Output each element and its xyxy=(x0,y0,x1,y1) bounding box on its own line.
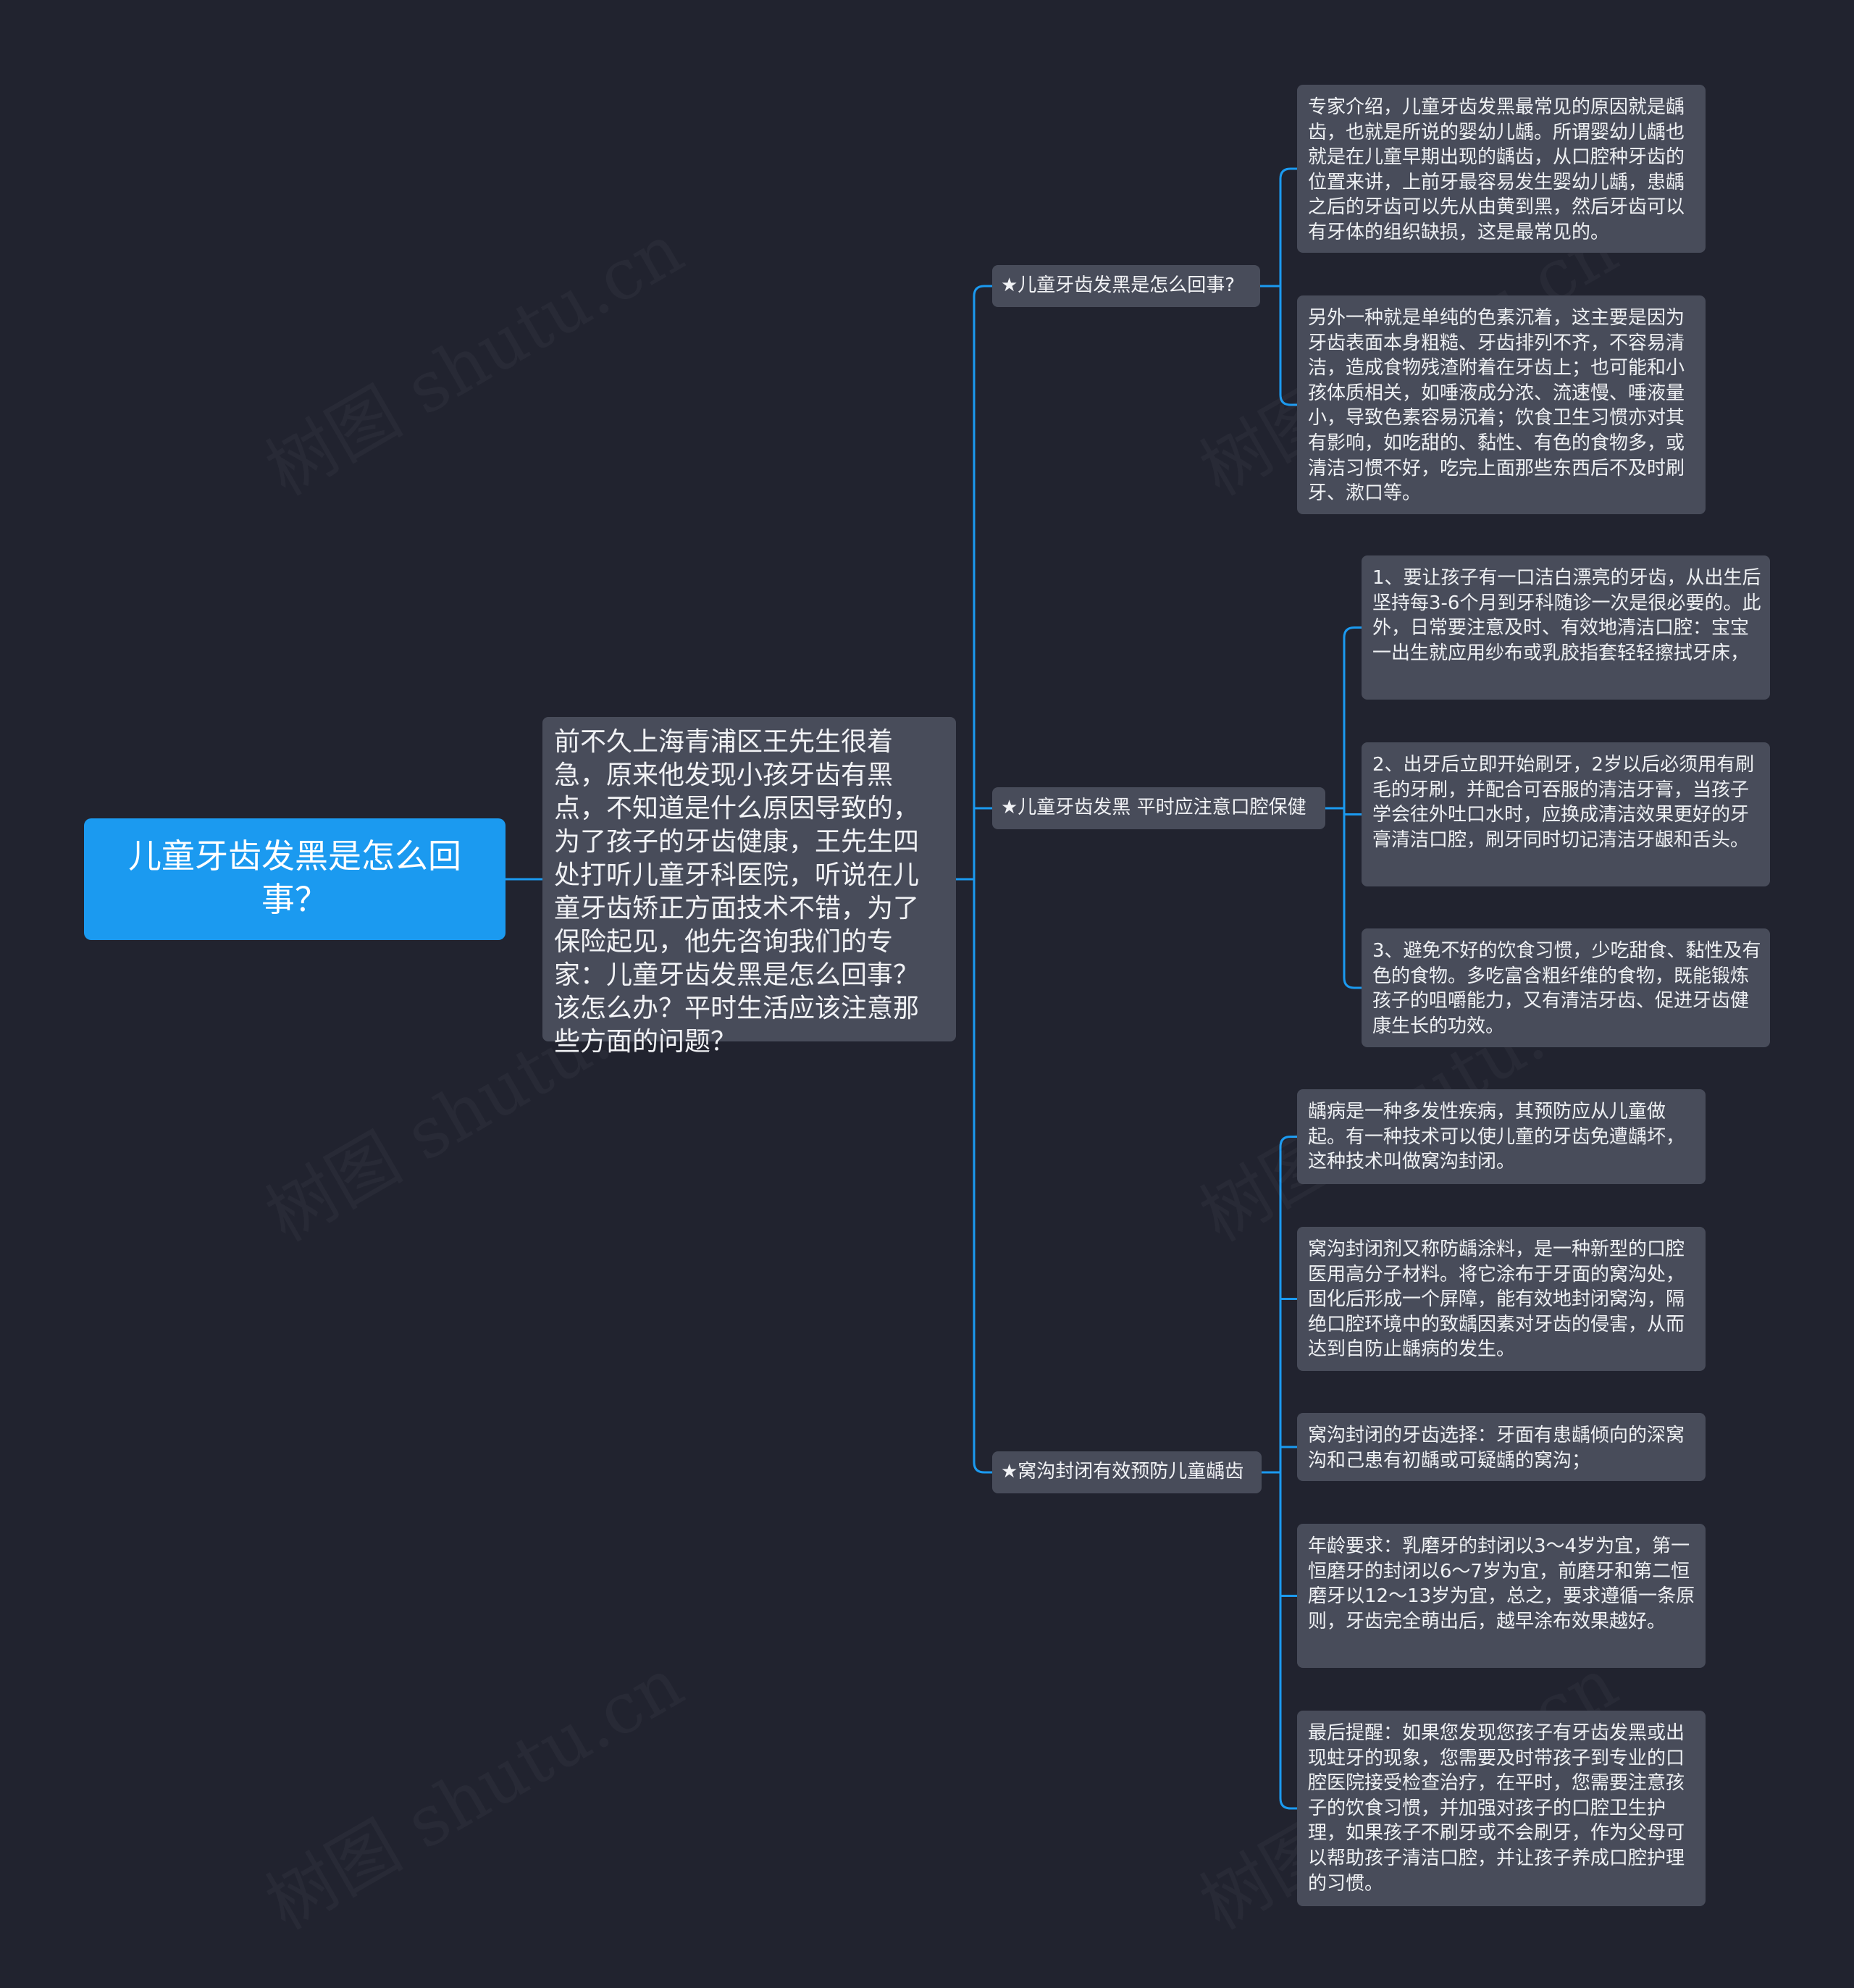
leaf-topic[interactable]: 另外一种就是单纯的色素沉着，这主要是因为牙齿表面本身粗糙、牙齿排列不齐，不容易清… xyxy=(1297,295,1706,514)
leaf-topic[interactable]: 1、要让孩子有一口洁白漂亮的牙齿，从出生后坚持每3-6个月到牙科随诊一次是很必要… xyxy=(1362,555,1770,700)
leaf-topic[interactable]: 最后提醒：如果您发现您孩子有牙齿发黑或出现蛀牙的现象，您需要及时带孩子到专业的口… xyxy=(1297,1711,1706,1906)
connector-line xyxy=(1343,626,1362,638)
leaf-topic[interactable]: 窝沟封闭剂又称防龋涂料，是一种新型的口腔医用高分子材料。将它涂布于牙面的窝沟处，… xyxy=(1297,1227,1706,1371)
connector-line xyxy=(1279,1136,1297,1147)
leaf-topic[interactable]: 窝沟封闭的牙齿选择：牙面有患龋倾向的深窝沟和己患有初龋或可疑龋的窝沟； xyxy=(1297,1413,1706,1481)
leaf-topic[interactable]: 专家介绍，儿童牙齿发黑最常见的原因就是龋齿，也就是所说的婴幼儿龋。所谓婴幼儿龋也… xyxy=(1297,85,1706,253)
connector-line xyxy=(973,1461,992,1474)
leaf-topic[interactable]: 年龄要求：乳磨牙的封闭以3～4岁为宜，第一恒磨牙的封闭以6～7岁为宜，前磨牙和第… xyxy=(1297,1524,1706,1668)
branch-topic-oral-care[interactable]: ★儿童牙齿发黑 平时应注意口腔保健 xyxy=(992,787,1325,829)
root-topic[interactable]: 儿童牙齿发黑是怎么回事？ xyxy=(84,818,506,940)
leaf-topic[interactable]: 龋病是一种多发性疾病，其预防应从儿童做起。有一种技术可以使儿童的牙齿免遭龋坏，这… xyxy=(1297,1089,1706,1184)
connector-line xyxy=(1279,167,1297,180)
connector-line xyxy=(973,285,992,297)
branch-topic-cause[interactable]: ★儿童牙齿发黑是怎么回事? xyxy=(992,265,1260,307)
intro-topic[interactable]: 前不久上海青浦区王先生很着急，原来他发现小孩牙齿有黑点，不知道是什么原因导致的，… xyxy=(542,717,956,1057)
connector-line xyxy=(1279,1798,1297,1810)
branch-topic-sealant[interactable]: ★窝沟封闭有效预防儿童龋齿 xyxy=(992,1451,1262,1493)
leaf-topic[interactable]: 2、出牙后立即开始刷牙，2岁以后必须用有刷毛的牙刷，并配合可吞服的清洁牙膏，当孩… xyxy=(1362,742,1770,886)
connector-line xyxy=(1279,394,1297,406)
connector-line xyxy=(1343,977,1362,989)
leaf-topic[interactable]: 3、避免不好的饮食习惯，少吃甜食、黏性及有色的食物。多吃富含粗纤维的食物，既能锻… xyxy=(1362,928,1770,1047)
